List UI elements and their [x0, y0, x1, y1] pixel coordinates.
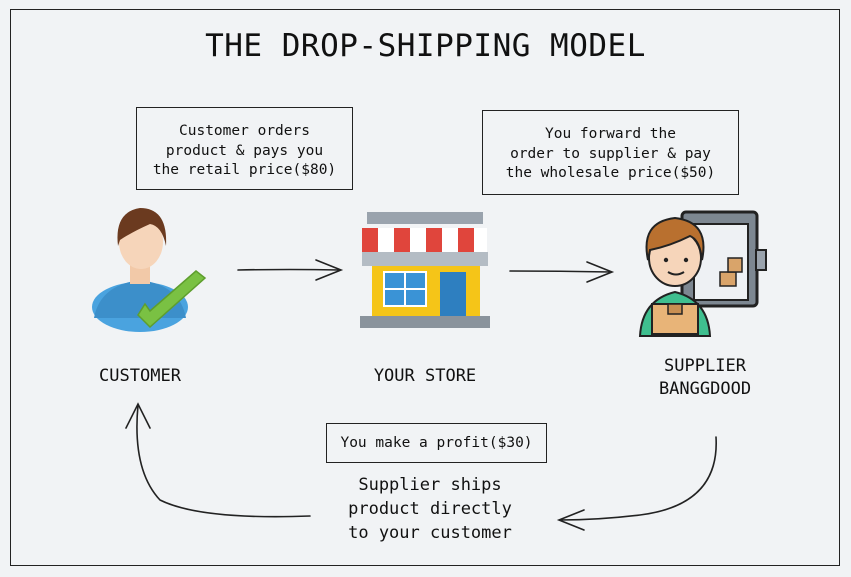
- supplier-forward-note: You forward the order to supplier & pay …: [482, 110, 739, 195]
- shipping-arrow-supplier-to-bottom: [556, 436, 717, 531]
- profit-note: You make a profit($30): [326, 423, 547, 463]
- customer-checkmark-icon: [92, 208, 207, 332]
- shipping-text: Supplier ships product directly to your …: [348, 475, 512, 543]
- order-arrow-store-to-supplier: [509, 261, 615, 283]
- storefront-icon: [360, 212, 490, 328]
- customer-order-note: Customer orders product & pays you the r…: [136, 107, 353, 190]
- supplier-label: SUPPLIER BANGGDOOD: [658, 356, 752, 399]
- store-label: YOUR STORE: [373, 366, 477, 386]
- shipping-arrow-to-customer: [125, 402, 311, 518]
- diagram-title: THE DROP-SHIPPING MODEL: [205, 28, 646, 64]
- order-arrow-customer-to-store: [237, 259, 344, 281]
- supplier-delivery-icon: [638, 210, 767, 337]
- diagram-frame: [10, 9, 840, 566]
- customer-label: CUSTOMER: [99, 366, 181, 386]
